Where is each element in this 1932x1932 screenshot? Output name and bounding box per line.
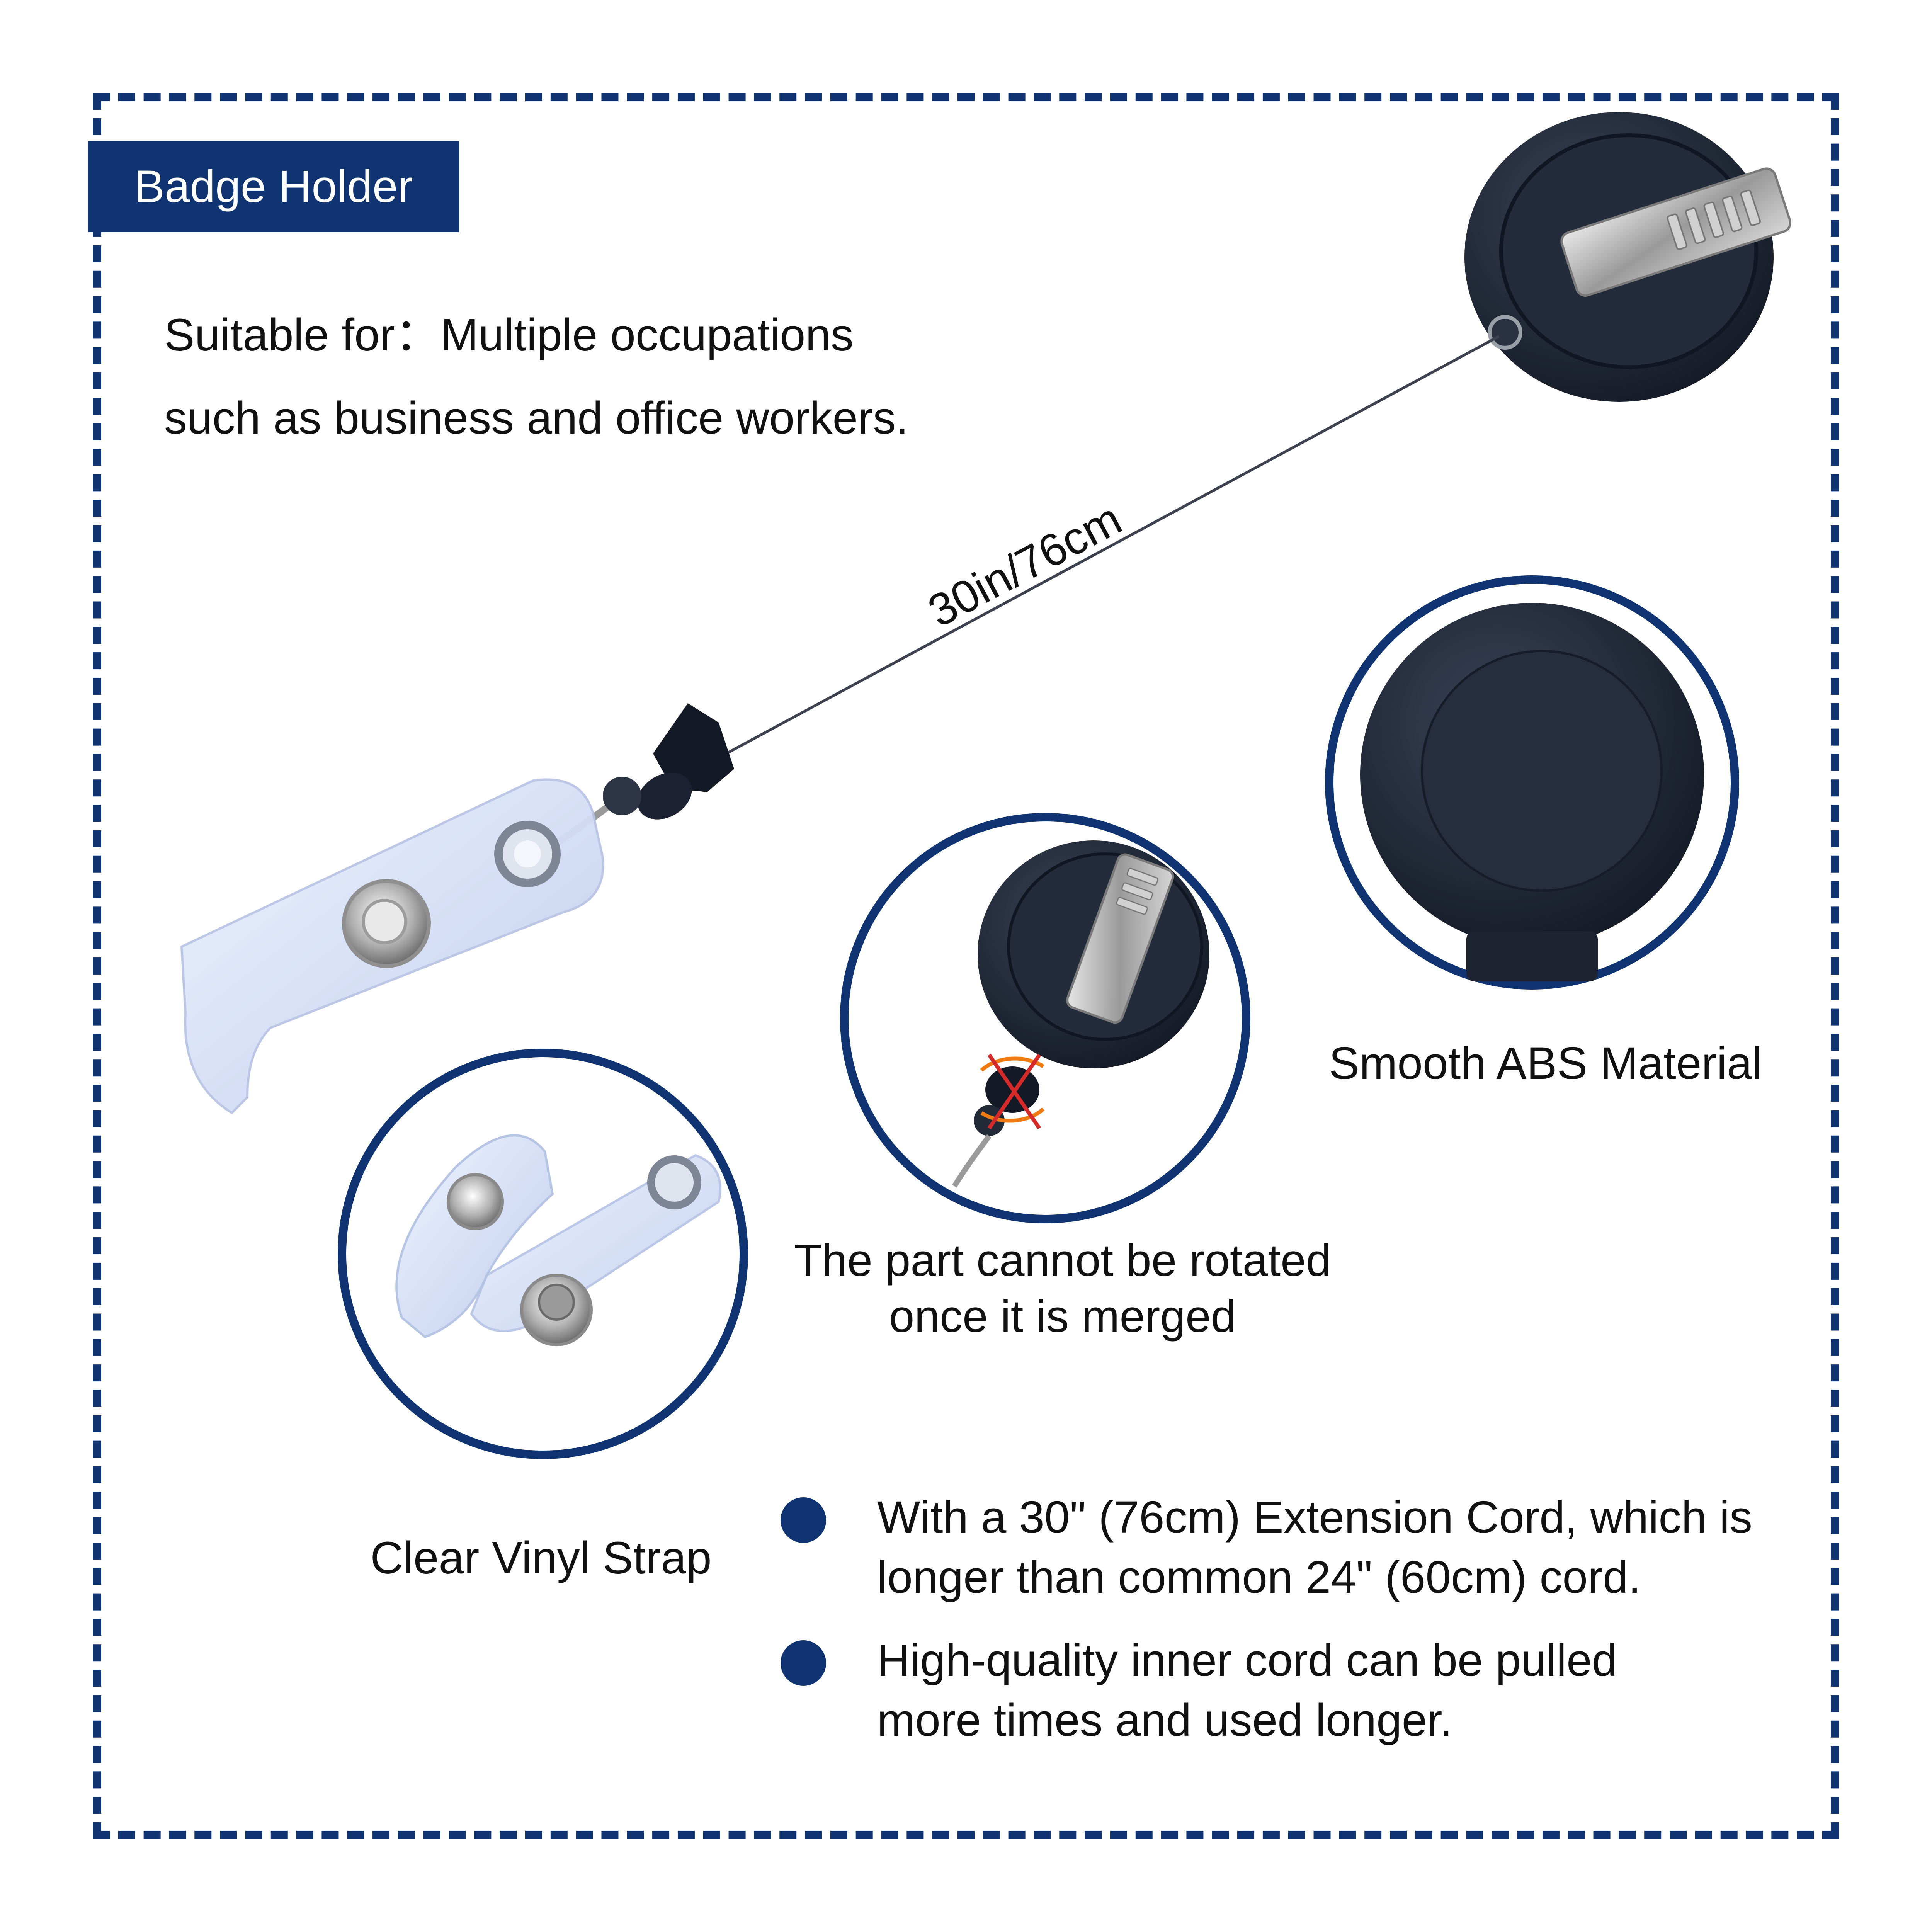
main-vinyl-strap <box>180 778 604 1114</box>
bullet-2-line-1: High-quality inner cord can be pulled <box>877 1635 1617 1686</box>
bullet-1-line-2: longer than common 24" (60cm) cord. <box>877 1552 1641 1603</box>
bullet-dot-icon <box>781 1497 826 1543</box>
rotation-detail-circle <box>840 813 1250 1223</box>
dashed-frame <box>93 93 1839 1839</box>
vinyl-strap-circle <box>338 1049 748 1459</box>
abs-material-circle <box>1325 575 1739 990</box>
rotation-note-line-1: The part cannot be rotated <box>794 1235 1332 1286</box>
intro-line-2: such as business and office workers. <box>164 393 909 444</box>
bullet-dot-icon <box>781 1640 826 1686</box>
main-reel <box>1464 112 1792 402</box>
rotation-note-line-2: once it is merged <box>889 1291 1236 1342</box>
abs-material-label: Smooth ABS Material <box>1329 1038 1762 1089</box>
rotation-note: The part cannot be rotated once it is me… <box>753 1233 1372 1345</box>
bullet-2-line-2: more times and used longer. <box>877 1695 1452 1746</box>
retractable-cord <box>726 335 1500 755</box>
badge-holder-tag: Badge Holder <box>88 141 459 232</box>
intro-line-1: Suitable for：Multiple occupations <box>164 310 854 361</box>
suitable-for-text: Suitable for：Multiple occupations such a… <box>164 294 1053 460</box>
bullet-1-line-1: With a 30" (76cm) Extension Cord, which … <box>877 1492 1753 1543</box>
metal-clip <box>1560 167 1792 297</box>
vinyl-strap-label: Clear Vinyl Strap <box>370 1532 712 1583</box>
